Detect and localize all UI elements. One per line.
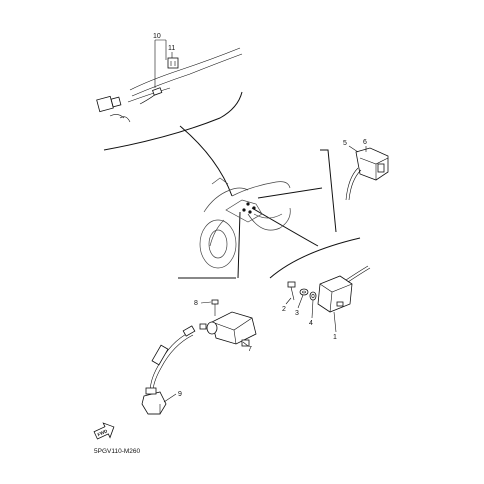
leader-1 (333, 311, 337, 333)
leader-9 (163, 393, 177, 403)
callout-8: 8 (194, 300, 198, 307)
screw-8 (211, 299, 219, 316)
callout-4: 4 (309, 320, 313, 327)
switch-section-boundary (320, 149, 337, 233)
motorcycle-location-dot-c (242, 208, 246, 212)
leader-2 (285, 297, 292, 305)
motorcycle-location-dot-b (252, 206, 256, 210)
callout-2: 2 (282, 306, 286, 313)
harness-coupler-large (96, 95, 114, 113)
leader-4 (311, 299, 314, 319)
motorcycle-location-dot-d (248, 210, 252, 214)
bolt-2 (287, 281, 296, 301)
callout-7: 7 (248, 346, 252, 353)
callout-6: 6 (363, 139, 367, 146)
leader-line-harness (179, 125, 233, 197)
leader-7 (242, 341, 249, 347)
leader-3 (297, 294, 304, 309)
diagram-code: 5PGV110-M260 (94, 448, 141, 455)
engine-stop-switch (345, 147, 389, 201)
callout-9: 9 (178, 391, 182, 398)
wire-harness-section-boundary (103, 91, 243, 151)
callout-bracket-10 (154, 39, 167, 88)
leader-5 (348, 145, 359, 153)
leader-line-switch (257, 187, 323, 199)
harness-coupler-small (167, 57, 179, 69)
forward-arrow-icon: FWD (93, 422, 115, 440)
cdi-section-boundary (269, 237, 361, 279)
callout-3: 3 (295, 310, 299, 317)
callout-1: 1 (333, 334, 337, 341)
wire-harness (96, 47, 243, 123)
leader-line-cdi (251, 207, 319, 247)
motorcycle-ghost-outline (199, 177, 291, 269)
callout-5: 5 (343, 140, 347, 147)
high-tension-lead (149, 325, 196, 393)
motorcycle-location-dot-a (246, 202, 250, 206)
washer-3 (299, 288, 309, 296)
cdi-unit (317, 265, 371, 313)
collar-4 (309, 291, 317, 301)
ignition-coil (199, 311, 257, 347)
callout-10: 10 (153, 33, 161, 40)
leader-8 (200, 301, 212, 304)
leader-line-coil (237, 211, 241, 279)
spark-plug-cap (141, 387, 167, 415)
callout-11: 11 (168, 45, 175, 52)
fwd-label: FWD (97, 428, 109, 437)
